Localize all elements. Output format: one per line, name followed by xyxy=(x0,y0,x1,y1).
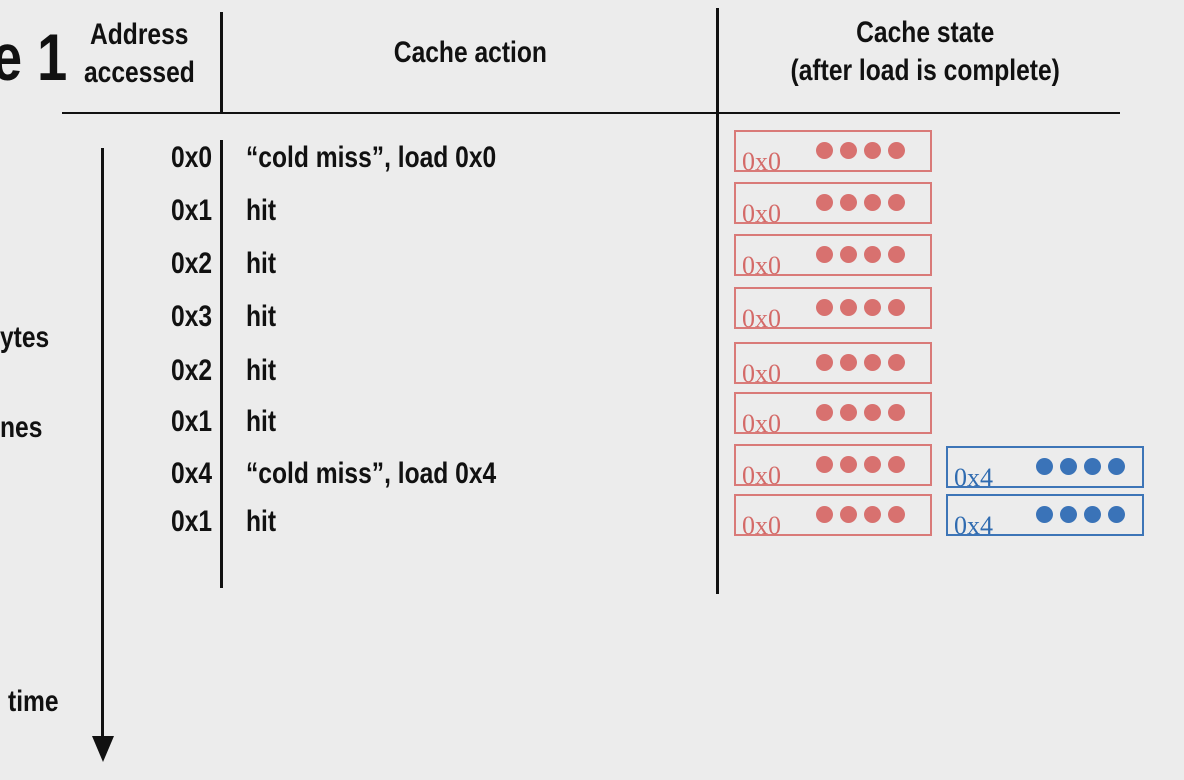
slide-title-fragment: e 1 xyxy=(0,20,68,94)
row-action: hit xyxy=(246,354,277,387)
row-action: hit xyxy=(246,247,277,280)
header-divider-left xyxy=(220,12,223,112)
header-rule xyxy=(62,112,1120,114)
row-address: 0x2 xyxy=(170,247,212,280)
header-divider-right xyxy=(716,8,719,594)
cache-line-0x0: 0x0 xyxy=(734,392,932,438)
row-address: 0x4 xyxy=(170,457,212,490)
state-column-header: Cache state (after load is complete) xyxy=(790,16,1060,87)
cache-line-0x0: 0x0 xyxy=(734,287,932,333)
cache-line-0x0: 0x0 xyxy=(734,234,932,280)
address-column-header: Address accessed xyxy=(84,18,195,89)
left-fragment-bytes: ytes xyxy=(0,321,50,354)
row-action: “cold miss”, load 0x4 xyxy=(246,457,497,490)
cache-line-0x4: 0x4 xyxy=(946,446,1144,492)
row-address: 0x1 xyxy=(170,194,212,227)
cache-line-0x0: 0x0 xyxy=(734,494,932,540)
row-action: hit xyxy=(246,405,277,438)
cache-line-0x0: 0x0 xyxy=(734,444,932,490)
row-divider xyxy=(220,140,223,588)
row-action: hit xyxy=(246,194,277,227)
time-arrow-shaft xyxy=(101,148,104,746)
row-action: hit xyxy=(246,300,277,333)
time-arrow-head-icon xyxy=(92,736,114,762)
row-address: 0x1 xyxy=(170,405,212,438)
row-address: 0x3 xyxy=(170,300,212,333)
cache-line-0x0: 0x0 xyxy=(734,182,932,228)
row-address: 0x1 xyxy=(170,505,212,538)
left-fragment-lines: nes xyxy=(0,411,43,444)
row-address: 0x0 xyxy=(170,141,212,174)
row-action: “cold miss”, load 0x0 xyxy=(246,141,497,174)
row-action: hit xyxy=(246,505,277,538)
action-column-header: Cache action xyxy=(393,36,547,69)
cache-line-0x0: 0x0 xyxy=(734,342,932,388)
row-address: 0x2 xyxy=(170,354,212,387)
cache-line-0x4: 0x4 xyxy=(946,494,1144,540)
time-label: time xyxy=(8,685,59,718)
cache-line-0x0: 0x0 xyxy=(734,130,932,176)
